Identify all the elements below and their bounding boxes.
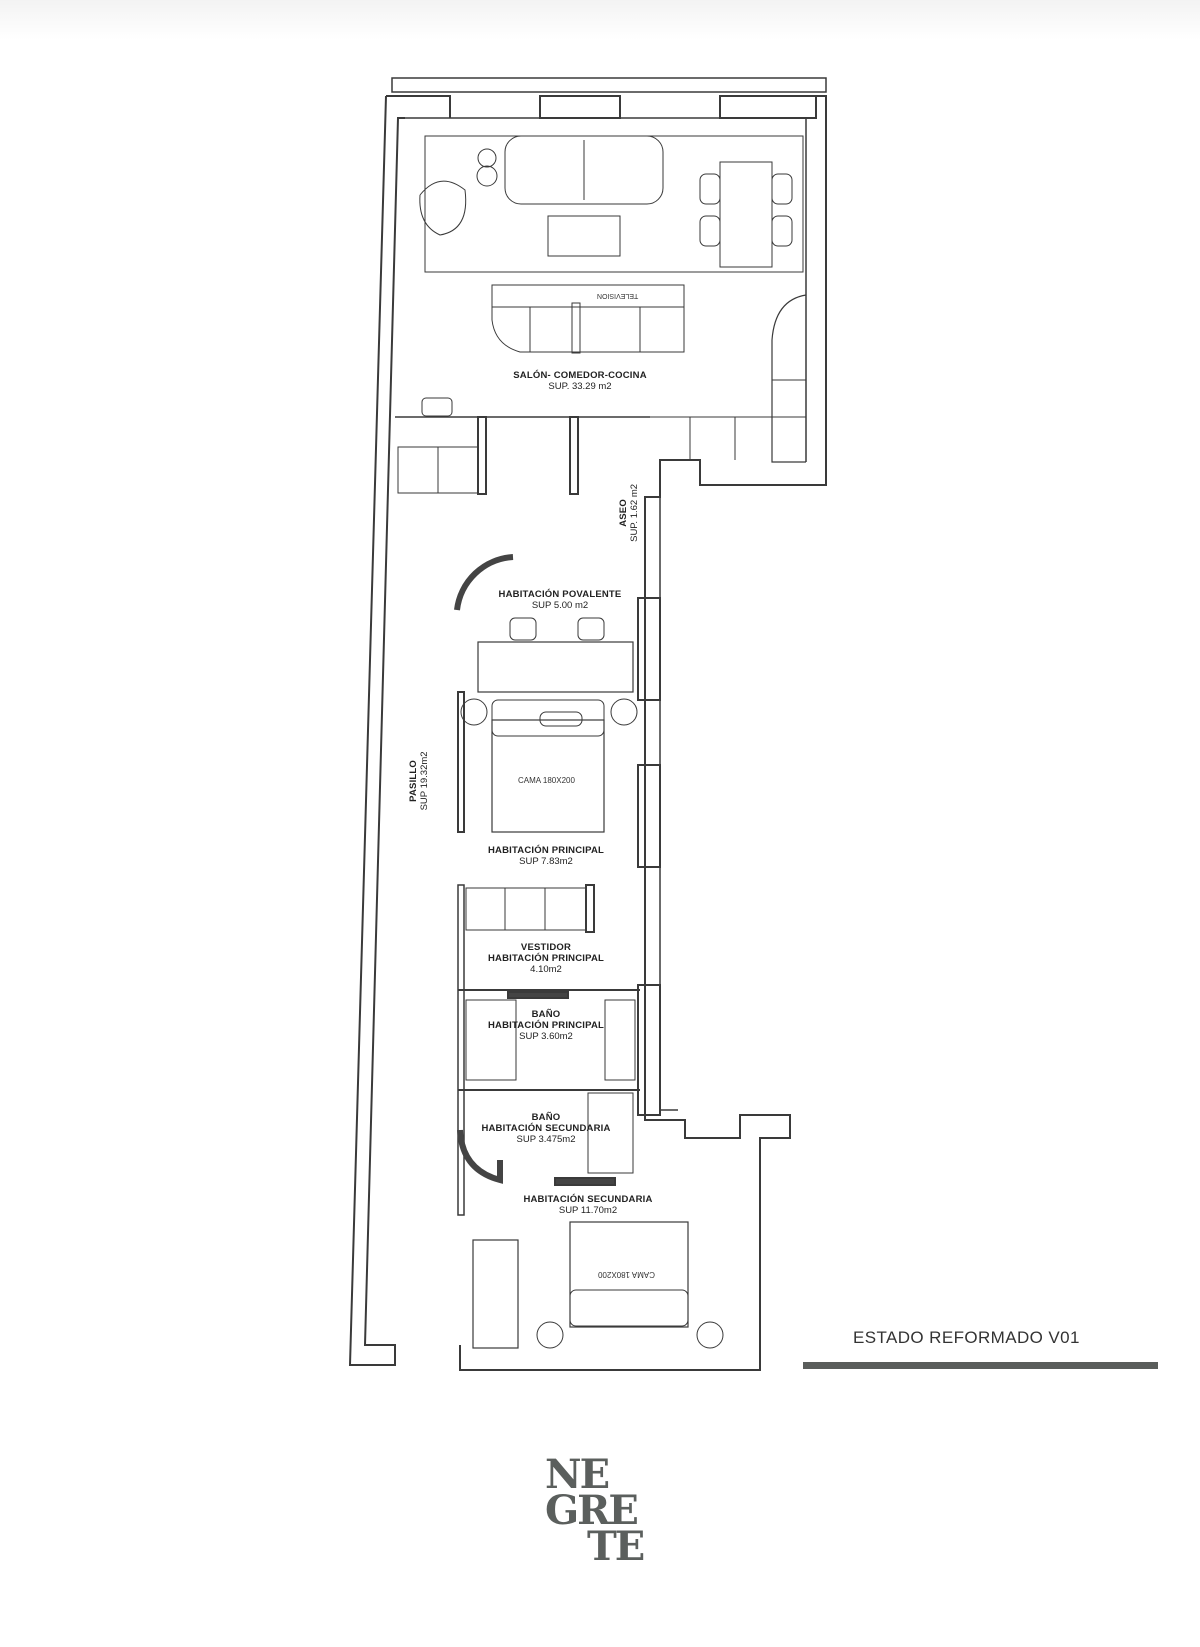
plan-title: ESTADO REFORMADO V01 bbox=[853, 1328, 1080, 1347]
bed-principal-label: CAMA 180X200 bbox=[518, 776, 575, 785]
brand-logo: NE GRE TE bbox=[545, 1451, 665, 1570]
logo-line-3: TE bbox=[587, 1523, 645, 1570]
logo-line-2: GRE bbox=[545, 1487, 639, 1534]
top-shadow-band bbox=[0, 0, 1200, 40]
logo-line-1: NE bbox=[545, 1451, 610, 1498]
tv-label: TELEVISION bbox=[597, 292, 639, 299]
bed-secundaria-label: CAMA 180X200 bbox=[598, 1270, 655, 1279]
title-underline bbox=[803, 1362, 1158, 1369]
